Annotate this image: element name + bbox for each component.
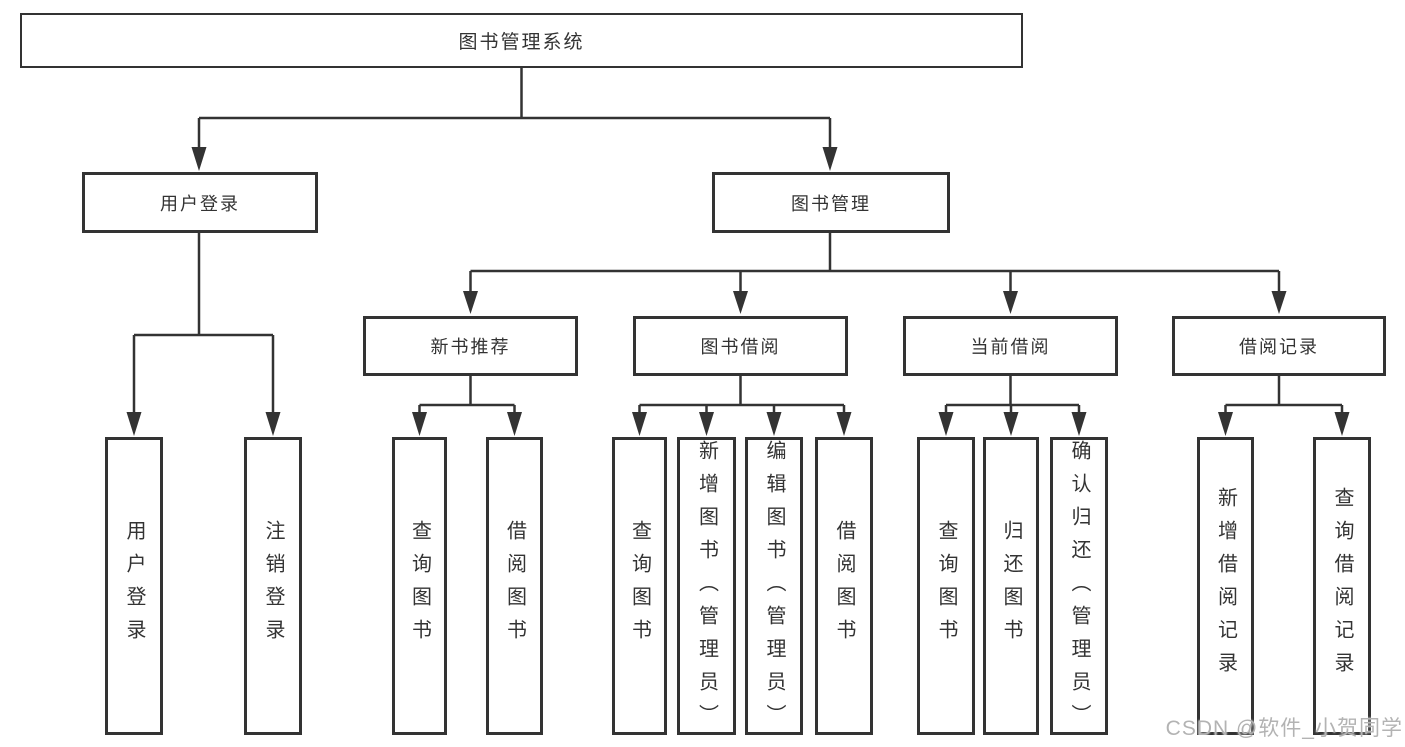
node-book-management-label: 图书管理 xyxy=(791,193,871,214)
node-current-borrow-label: 当前借阅 xyxy=(970,337,1051,357)
leaf-logout: 注销登录 xyxy=(244,437,302,735)
arrowhead-icon xyxy=(1271,291,1287,314)
leaf-edit-books-admin: 编辑图书（管理员） xyxy=(745,437,803,735)
node-book-management: 图书管理 xyxy=(712,172,950,233)
arrowhead-icon xyxy=(1003,291,1018,314)
csdn-watermark: CSDN @软件_小贺同学 xyxy=(1165,717,1403,740)
arrowhead-icon xyxy=(632,412,647,436)
arrowhead-icon xyxy=(822,147,838,171)
node-new-book-recommend-label: 新书推荐 xyxy=(430,337,511,357)
edge-book-mgmt-children xyxy=(469,233,1281,294)
node-user-login-label: 用户登录 xyxy=(160,193,240,214)
leaf-borrow-books-rec: 借阅图书 xyxy=(486,437,543,735)
leaf-logout-label: 注销登录 xyxy=(262,520,284,652)
leaf-return-books-label: 归还图书 xyxy=(1000,520,1022,652)
arrowhead-icon xyxy=(938,412,954,436)
leaf-confirm-return-admin: 确认归还（管理员） xyxy=(1050,437,1108,735)
arrowhead-icon xyxy=(836,412,852,436)
node-borrow-record: 借阅记录 xyxy=(1172,316,1386,376)
leaf-query-books-rec-label: 查询图书 xyxy=(408,520,431,652)
arrowhead-icon xyxy=(1003,412,1019,436)
leaf-edit-books-admin-label: 编辑图书（管理员） xyxy=(763,440,785,735)
leaf-add-books-admin: 新增图书（管理员） xyxy=(677,437,736,735)
leaf-confirm-return-admin-label: 确认归还（管理员） xyxy=(1068,440,1090,735)
leaf-query-books-current-label: 查询图书 xyxy=(935,520,957,652)
arrowhead-icon xyxy=(507,412,522,436)
arrowhead-icon xyxy=(699,412,714,436)
node-user-login: 用户登录 xyxy=(82,172,318,233)
edge-current-borrow-children xyxy=(944,376,1081,418)
edge-new-book-rec-children xyxy=(418,376,516,418)
leaf-borrow-books-label: 借阅图书 xyxy=(833,520,855,652)
leaf-query-borrow-record-label: 查询借阅记录 xyxy=(1331,487,1353,685)
leaf-query-books-current: 查询图书 xyxy=(917,437,975,735)
arrowhead-icon xyxy=(1071,412,1087,436)
node-new-book-recommend: 新书推荐 xyxy=(363,316,578,376)
arrowhead-icon xyxy=(463,291,478,314)
leaf-user-login-label: 用户登录 xyxy=(123,520,145,652)
node-borrow-record-label: 借阅记录 xyxy=(1239,337,1319,357)
edge-root-to-level2 xyxy=(197,68,832,150)
leaf-query-borrow-record: 查询借阅记录 xyxy=(1313,437,1371,735)
node-book-borrow-label: 图书借阅 xyxy=(700,337,781,357)
arrowhead-icon xyxy=(412,412,427,436)
leaf-return-books: 归还图书 xyxy=(983,437,1039,735)
arrowhead-icon xyxy=(1218,412,1233,436)
arrowhead-icon xyxy=(766,412,782,436)
node-book-borrow: 图书借阅 xyxy=(633,316,848,376)
leaf-user-login: 用户登录 xyxy=(105,437,163,735)
arrowhead-icon xyxy=(191,147,207,171)
edge-user-login-children xyxy=(132,233,275,418)
leaf-query-books-borrow-label: 查询图书 xyxy=(628,520,651,652)
arrowhead-icon xyxy=(126,412,142,436)
node-current-borrow: 当前借阅 xyxy=(903,316,1118,376)
leaf-borrow-books: 借阅图书 xyxy=(815,437,873,735)
node-root-system: 图书管理系统 xyxy=(20,13,1023,68)
edge-borrow-record-children xyxy=(1224,376,1344,418)
edge-book-borrow-children xyxy=(638,376,846,418)
leaf-add-books-admin-label: 新增图书（管理员） xyxy=(695,440,718,735)
arrowhead-icon xyxy=(1334,412,1350,436)
leaf-add-borrow-record-label: 新增借阅记录 xyxy=(1214,487,1237,685)
leaf-query-books-rec: 查询图书 xyxy=(392,437,447,735)
arrowhead-icon xyxy=(265,412,281,436)
leaf-add-borrow-record: 新增借阅记录 xyxy=(1197,437,1254,735)
leaf-query-books-borrow: 查询图书 xyxy=(612,437,667,735)
leaf-borrow-books-rec-label: 借阅图书 xyxy=(503,520,526,652)
node-root-system-label: 图书管理系统 xyxy=(458,32,585,53)
arrowhead-icon xyxy=(733,291,748,314)
